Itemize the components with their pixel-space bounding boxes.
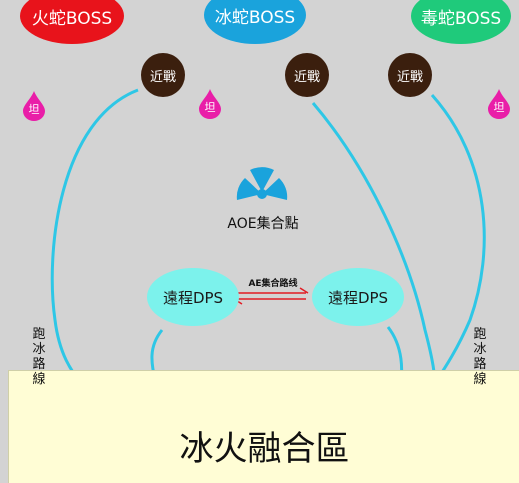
droplet-icon — [199, 89, 221, 119]
tank-center: 坦 — [199, 89, 221, 119]
aoe-label: AOE集合點 — [227, 216, 299, 232]
melee-label: 近戰 — [396, 69, 423, 85]
poison-boss-label: 毒蛇BOSS — [420, 8, 502, 29]
ranged-dps-left: 遠程DPS — [147, 268, 239, 326]
melee-fire: 近戰 — [141, 53, 185, 97]
merge-zone-label: 冰火融合區 — [179, 429, 350, 469]
tank-right: 坦 — [488, 89, 510, 119]
fire-boss: 火蛇BOSS — [20, 0, 124, 44]
merge-zone: 冰火融合區 — [8, 370, 519, 483]
ice-boss-label: 冰蛇BOSS — [214, 7, 296, 28]
droplet-icon — [23, 91, 45, 121]
tank-label: 坦 — [204, 101, 216, 114]
arrow-fire-melee — [50, 88, 139, 398]
run-route-label-left: 跑冰路線 — [32, 327, 46, 387]
tank-left: 坦 — [23, 91, 45, 121]
arrow-ice-melee — [311, 102, 441, 398]
melee-label: 近戰 — [293, 69, 320, 85]
melee-label: 近戰 — [149, 69, 176, 85]
ranged-dps-right: 遠程DPS — [312, 268, 404, 326]
ranged-dps-label: 遠程DPS — [162, 288, 224, 307]
ae-route-label: AE集合路线 — [248, 279, 298, 289]
poison-boss: 毒蛇BOSS — [411, 0, 511, 44]
melee-poison: 近戰 — [388, 53, 432, 97]
ranged-dps-label: 遠程DPS — [327, 288, 389, 307]
radiation-icon — [236, 167, 288, 200]
fire-boss-label: 火蛇BOSS — [31, 8, 113, 29]
ae-route-arrows — [233, 287, 309, 305]
droplet-icon — [488, 89, 510, 119]
run-route-label-right: 跑冰路線 — [473, 327, 487, 387]
tank-label: 坦 — [28, 103, 40, 116]
tank-label: 坦 — [493, 101, 505, 114]
melee-ice: 近戰 — [285, 53, 329, 97]
